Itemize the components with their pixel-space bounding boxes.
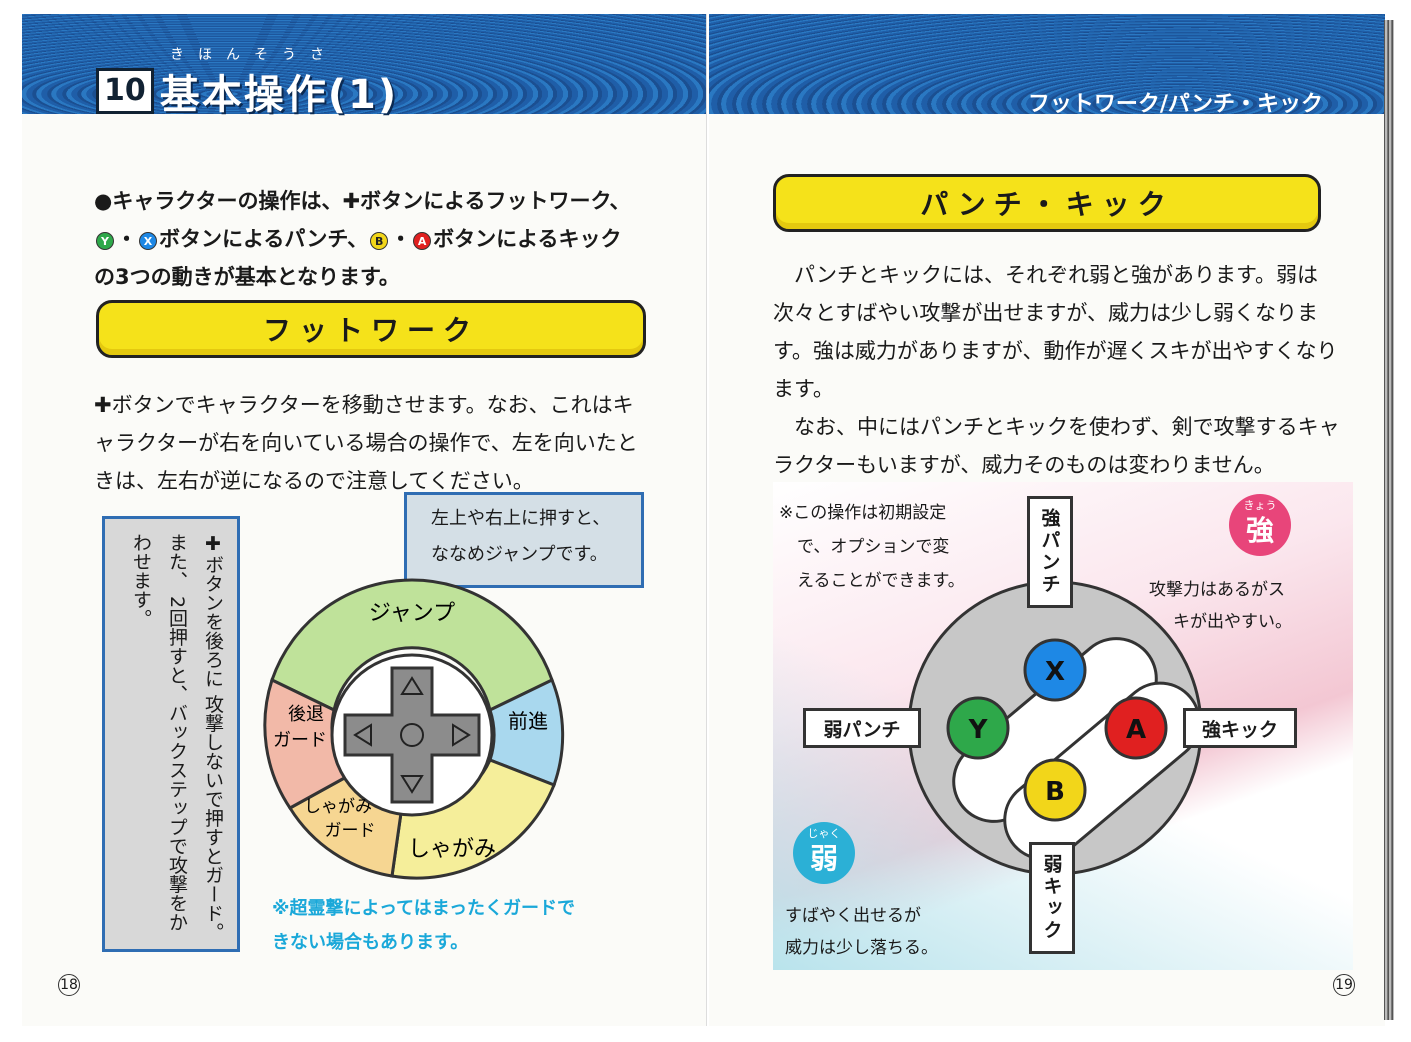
page-edges xyxy=(1384,20,1394,1020)
speech-line-1: 左上や右上に押すと、 xyxy=(431,508,611,529)
controller-panel: ※この操作は初期設定 で、オプションで変 えることができます。 X Y A B … xyxy=(773,482,1353,970)
x-button-icon: X xyxy=(139,232,157,250)
b-button-icon xyxy=(1023,758,1087,822)
strong-badge-kanji: 強 xyxy=(1245,514,1274,547)
back-label: 後退 xyxy=(288,704,324,725)
button-diagram: X Y A B xyxy=(907,580,1203,876)
up-arrow-icon xyxy=(400,676,424,695)
guard-note-line-2: きない場合もあります。 xyxy=(272,932,469,953)
page-number-left: 18 xyxy=(58,974,80,996)
weak-punch-label: 弱パンチ xyxy=(803,708,921,748)
crouch-guard-label-2: ガード xyxy=(325,821,376,841)
strong-desc-line-1: 攻撃力はあるがス xyxy=(1149,580,1285,600)
weak-desc-line-1: すばやく出せるが xyxy=(785,906,921,926)
panel-note-line-1: ※この操作は初期設定 xyxy=(779,503,947,523)
crouch-label: しゃがみ xyxy=(408,837,496,862)
weak-description: すばやく出せるが 威力は少し落ちる。 xyxy=(785,900,938,964)
y-button-label: Y xyxy=(968,715,989,745)
intro-line-1: ●キャラクターの操作は、✚ボタンによるフットワーク、 xyxy=(94,189,631,213)
guard-note: ※超霊撃によってはまったくガードで きない場合もあります。 xyxy=(272,892,632,960)
page-number-right: 19 xyxy=(1333,974,1355,996)
weak-badge-ruby: じゃく xyxy=(807,827,841,840)
speech-line-2: ななめジャンプです。 xyxy=(431,544,608,565)
right-arrow-icon xyxy=(452,723,471,747)
forward-label: 前進 xyxy=(508,709,548,733)
punch-kick-text: パンチとキックには、それぞれ弱と強があります。弱は次々とすばやい攻撃が出せますが… xyxy=(773,256,1343,484)
a-button-icon: A xyxy=(413,232,432,250)
strong-badge: きょう 強 xyxy=(1229,494,1291,556)
separator: ・ xyxy=(116,227,137,251)
strong-punch-label: 強パンチ xyxy=(1027,496,1073,608)
chapter-number: 10 xyxy=(96,68,154,114)
chapter-title-ruby: きほんそうさ xyxy=(170,47,338,63)
x-button-icon xyxy=(1023,638,1087,702)
panel-note-line-2: で、オプションで変 xyxy=(797,537,950,557)
intro-line-2-text2: ボタンによるキック xyxy=(433,227,622,251)
left-page: きほんそうさ 10 基本操作(1) ●キャラクターの操作は、✚ボタンによるフット… xyxy=(22,14,707,1026)
punch-kick-banner: パンチ・キック xyxy=(773,174,1321,232)
chapter-title: 基本操作(1) xyxy=(159,72,399,118)
weak-desc-line-2: 威力は少し落ちる。 xyxy=(785,938,938,958)
separator: ・ xyxy=(390,227,412,251)
punch-kick-paragraph-1: パンチとキックには、それぞれ弱と強があります。弱は次々とすばやい攻撃が出せますが… xyxy=(773,263,1338,401)
jump-sector xyxy=(270,578,554,713)
jump-label: ジャンプ xyxy=(369,601,455,626)
weak-badge-kanji: 弱 xyxy=(809,842,838,875)
y-button-icon xyxy=(946,696,1010,760)
right-page: フットワーク/パンチ・キック パンチ・キック パンチとキックには、それぞれ弱と強… xyxy=(709,14,1385,1026)
side-note-text: ✚ボタンを後ろに 攻撃しないで押すとガード。また、 2回押すと、バックステップで… xyxy=(130,533,224,942)
intro-line-2-text1: ボタンによるパンチ、 xyxy=(159,227,369,251)
down-arrow-icon xyxy=(400,775,424,794)
y-button-icon: Y xyxy=(96,232,114,250)
center-circle-icon xyxy=(400,723,424,747)
strong-badge-ruby: きょう xyxy=(1243,499,1277,512)
chapter-heading: 10 基本操作(1) xyxy=(96,62,398,120)
section-tag: フットワーク/パンチ・キック xyxy=(1027,92,1323,117)
dpad-diagram: ジャンプ 前進 後退 ガード しゃがみ ガード しゃがみ xyxy=(263,578,565,880)
panel-note: ※この操作は初期設定 で、オプションで変 えることができます。 xyxy=(779,496,999,598)
footwork-banner: フットワーク xyxy=(96,300,646,358)
b-button-icon: B xyxy=(370,232,389,250)
back-guard-label: ガード xyxy=(273,730,327,751)
strong-desc-line-2: キが出やすい。 xyxy=(1173,612,1292,632)
weak-kick-label: 弱キック xyxy=(1029,842,1075,954)
a-button-label: A xyxy=(1126,715,1146,745)
speech-bubble: 左上や右上に押すと、 ななめジャンプです。 xyxy=(404,492,644,588)
dpad-cross-icon xyxy=(343,666,481,804)
side-note-box: ✚ボタンを後ろに 攻撃しないで押すとガード。また、 2回押すと、バックステップで… xyxy=(102,516,240,952)
intro-line-3: の3つの動きが基本となります。 xyxy=(94,265,400,289)
a-button-icon xyxy=(1104,696,1168,760)
punch-kick-paragraph-2: なお、中にはパンチとキックを使わず、剣で攻撃するキャラクターもいますが、威力その… xyxy=(773,415,1340,477)
crouch-guard-label-1: しゃがみ xyxy=(304,797,372,817)
strong-description: 攻撃力はあるがス キが出やすい。 xyxy=(1149,574,1292,638)
header-band-right xyxy=(709,14,1385,114)
x-button-label: X xyxy=(1045,657,1065,687)
footwork-text: ✚ボタンでキャラクターを移動させます。なお、これはキャラクターが右を向いている場… xyxy=(94,393,638,493)
weak-badge: じゃく 弱 xyxy=(793,822,855,884)
panel-note-line-3: えることができます。 xyxy=(797,571,965,591)
left-arrow-icon xyxy=(353,723,372,747)
guard-note-line-1: ※超霊撃によってはまったくガードで xyxy=(272,898,575,919)
b-button-label: B xyxy=(1045,777,1065,807)
strong-kick-label: 強キック xyxy=(1183,708,1297,748)
